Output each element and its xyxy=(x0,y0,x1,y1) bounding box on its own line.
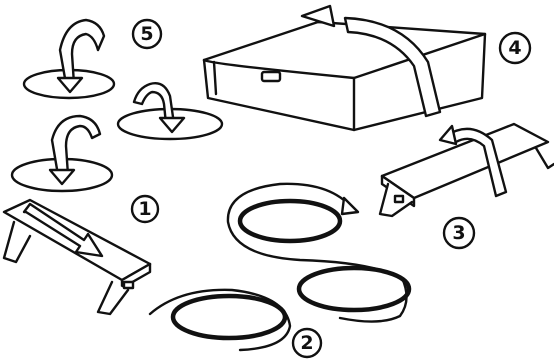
step-2-group: 2 xyxy=(150,184,409,357)
ring-upper xyxy=(240,201,340,241)
stand-leg-left-left xyxy=(4,222,30,262)
step-5-group: 5 xyxy=(12,20,222,191)
stand-slot-right xyxy=(395,196,403,202)
step-1-group: 1 xyxy=(4,196,158,314)
strap-path-lower xyxy=(150,290,290,350)
arrow-head-ring-bottom xyxy=(50,170,74,184)
arrow-head-ring-top xyxy=(58,78,82,92)
step-3-group: 3 xyxy=(380,124,554,248)
stand-leg-right-right xyxy=(536,148,554,168)
step-2-number: 2 xyxy=(300,332,313,354)
cushion-handle xyxy=(262,72,280,81)
stand-strap-arrow-head xyxy=(440,126,456,144)
strap-path-arrow-head xyxy=(342,198,358,214)
curved-arrow-ring-top xyxy=(60,20,104,84)
step-4-number: 4 xyxy=(508,37,521,59)
step-1-number: 1 xyxy=(138,198,151,220)
step-4-group: 4 xyxy=(204,6,530,130)
step-3-number: 3 xyxy=(452,222,465,244)
curved-arrow-ring-bottom xyxy=(52,116,100,175)
arrow-head-ring-middle xyxy=(160,118,184,132)
step-5-number: 5 xyxy=(140,23,153,45)
stand-slot-left xyxy=(124,282,133,288)
ring-lower-left xyxy=(173,296,285,338)
